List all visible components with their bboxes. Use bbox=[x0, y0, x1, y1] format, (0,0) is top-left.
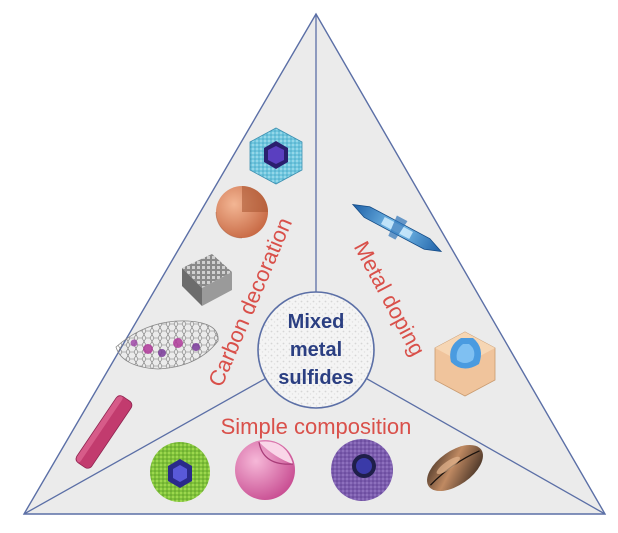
center-label-line2: metal bbox=[290, 339, 342, 361]
graphene-sheet-icon bbox=[115, 320, 219, 370]
nanowire-mesh-icon bbox=[182, 254, 232, 306]
core-shell-cube-icon bbox=[434, 331, 496, 397]
outer-triangle bbox=[22, 12, 607, 515]
label-simple-composition: Simple composition bbox=[221, 414, 412, 439]
nanorod-icon bbox=[75, 394, 133, 469]
center-circle bbox=[257, 291, 375, 409]
porous-sphere-icon bbox=[331, 439, 393, 501]
divider-left bbox=[23, 375, 271, 515]
center-label-line1: Mixed bbox=[288, 311, 345, 333]
center-label-line3: sulfides bbox=[278, 367, 354, 389]
sphere-icon bbox=[215, 186, 268, 239]
divider-right bbox=[361, 375, 606, 515]
needle-rod-icon bbox=[351, 203, 443, 253]
yolk-shell-cube-icon bbox=[150, 442, 210, 502]
hollow-sphere-icon bbox=[235, 440, 295, 500]
spindle-icon bbox=[427, 444, 483, 492]
hollow-cube-icon bbox=[249, 127, 303, 185]
